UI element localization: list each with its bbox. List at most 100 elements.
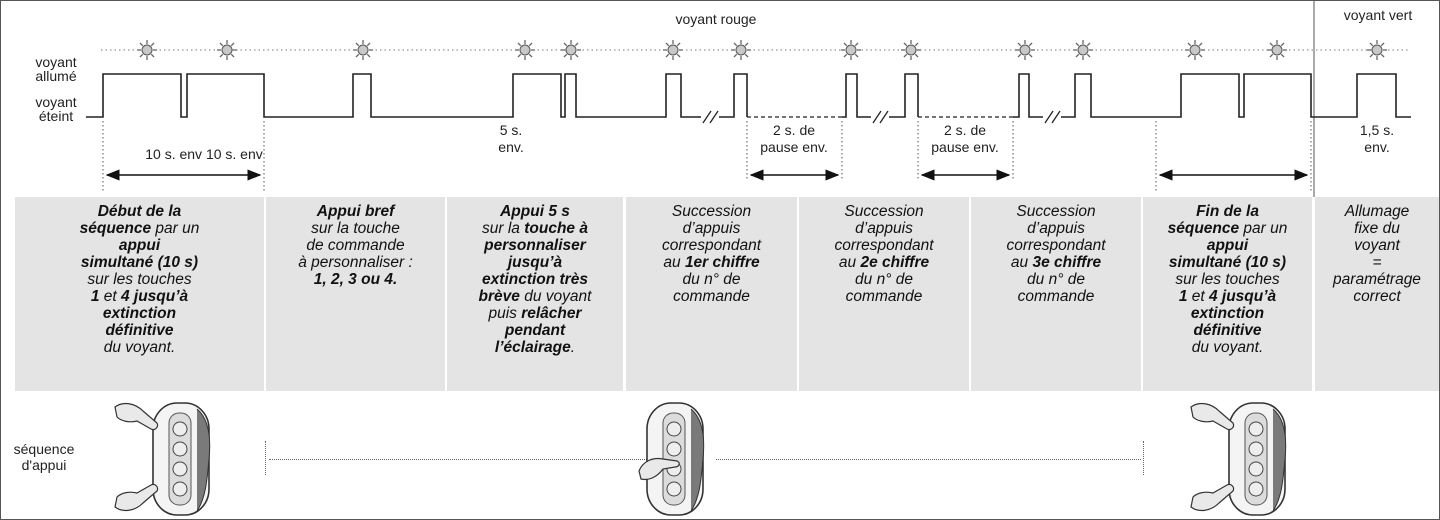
- step-line: paramétrage: [1315, 271, 1439, 288]
- sequence-label-line1: séquence: [13, 441, 75, 457]
- finger-top-icon: [1190, 402, 1235, 431]
- step-text: sur les touches: [87, 271, 192, 288]
- finger-side-icon: [638, 457, 680, 481]
- pause-1-line2: pause env.: [760, 139, 827, 155]
- sequence-dotted-line-2: [716, 459, 1141, 460]
- step-line: l’éclairage.: [447, 339, 623, 356]
- step-line: extinction: [15, 305, 264, 322]
- step-text: Allumage: [1344, 203, 1410, 220]
- step-line: =: [1315, 254, 1439, 271]
- step-text: par un: [1239, 220, 1288, 237]
- led-light-icon: [731, 40, 751, 60]
- step-text: Fin de la: [1196, 203, 1259, 220]
- step-text: personnaliser: [484, 237, 586, 254]
- step-text: jusqu’à: [507, 254, 563, 271]
- green-led-label: voyant vert: [1344, 7, 1413, 23]
- led-light-icon: [841, 40, 861, 60]
- step-text: simultané (10 s): [80, 254, 199, 271]
- timing-1-5s-line2: env.: [1364, 139, 1389, 155]
- step-text: définitive: [105, 322, 174, 339]
- step-line: d’appuis: [799, 220, 969, 237]
- timing-diagram: voyant rouge voyant vert voyant allumé v…: [35, 1, 1413, 197]
- led-waveform: [86, 73, 1411, 118]
- step-text: .: [570, 339, 576, 356]
- step-text: puis: [488, 305, 522, 322]
- step-line: 1 et 4 jusqu’à: [1143, 288, 1312, 305]
- step-text: commande: [1017, 288, 1095, 305]
- step-text: l’éclairage: [494, 339, 571, 356]
- step-text: 4 jusqu’à: [1208, 288, 1277, 305]
- step-line: 1, 2, 3 ou 4.: [266, 271, 445, 288]
- step-text: 4 jusqu’à: [120, 288, 189, 305]
- step-text: Appui 5 s: [500, 203, 570, 220]
- step-text: simultané (10 s): [1168, 254, 1287, 271]
- step-line: au 2e chiffre: [799, 254, 969, 271]
- step-line: du n° de: [799, 271, 969, 288]
- finger-bottom-icon: [1190, 483, 1235, 512]
- step-line: appui: [1143, 237, 1312, 254]
- step-text: et: [1187, 288, 1209, 305]
- step-line: Succession: [799, 203, 969, 220]
- step-text: paramétrage: [1333, 271, 1421, 288]
- step-line: d’appuis: [626, 220, 797, 237]
- sequence-label: séquence d'appui: [9, 441, 79, 473]
- step-text: 2e chiffre: [860, 254, 930, 271]
- step-line: d’appuis: [971, 220, 1141, 237]
- led-light-icon: [901, 40, 921, 60]
- step-text: correspondant: [661, 237, 762, 254]
- step-line: jusqu’à: [447, 254, 623, 271]
- step-text: 1, 2, 3 ou 4.: [313, 271, 398, 288]
- step-line: correspondant: [799, 237, 969, 254]
- step-line: à personnaliser :: [266, 254, 445, 271]
- step-line: brève du voyant: [447, 288, 623, 305]
- led-light-icon: [217, 40, 237, 60]
- step-line: du n° de: [971, 271, 1141, 288]
- pause-2-line2: pause env.: [931, 139, 998, 155]
- step-line: Succession: [626, 203, 797, 220]
- remote-two-finger-end: [1190, 402, 1287, 516]
- remote-one-finger: [638, 402, 705, 516]
- step-line: du n° de: [626, 271, 797, 288]
- step-text: 1: [90, 288, 100, 305]
- sequence-mark-end: [1143, 441, 1144, 475]
- step-line: au 1er chiffre: [626, 254, 797, 271]
- pause-1-line1: 2 s. de: [773, 122, 815, 138]
- step-line: sur la touche à: [447, 220, 623, 237]
- step-text: Succession: [1016, 203, 1096, 220]
- step-line: du voyant.: [1143, 339, 1312, 356]
- step-text: commande: [845, 288, 923, 305]
- timing-1-5s-line1: 1,5 s.: [1360, 122, 1394, 138]
- step-text: commande: [673, 288, 750, 305]
- step-line: définitive: [15, 322, 264, 339]
- step-line: appui: [15, 237, 264, 254]
- led-light-icon: [663, 40, 683, 60]
- step-line: Appui 5 s: [447, 203, 623, 220]
- step-text: d’appuis: [855, 220, 913, 237]
- step-text: extinction: [102, 305, 177, 322]
- step-line: pendant: [447, 322, 623, 339]
- led-light-icon: [515, 40, 535, 60]
- step-text: d’appuis: [682, 220, 741, 237]
- step-text: au: [838, 254, 861, 271]
- led-light-icon: [561, 40, 581, 60]
- step-text: 1er chiffre: [684, 254, 760, 271]
- sequence-label-line2: d'appui: [21, 457, 67, 473]
- step-line: Début de la: [15, 203, 264, 220]
- step-line: extinction très: [447, 271, 623, 288]
- step-line: simultané (10 s): [15, 254, 264, 271]
- timing-5s-line2: env.: [498, 139, 523, 155]
- step-line: correct: [1315, 288, 1439, 305]
- step-line: Fin de la: [1143, 203, 1312, 220]
- step-text: voyant: [1354, 237, 1400, 254]
- led-light-icon: [1267, 40, 1287, 60]
- step-text: au: [663, 254, 685, 271]
- step-text: sur les touches: [1175, 271, 1280, 288]
- led-light-icon: [1015, 40, 1035, 60]
- step-text: définitive: [1193, 322, 1262, 339]
- step-line: séquence par un: [15, 220, 264, 237]
- led-light-icon: [1185, 40, 1205, 60]
- led-light-icon: [1073, 40, 1093, 60]
- step-line: commande: [799, 288, 969, 305]
